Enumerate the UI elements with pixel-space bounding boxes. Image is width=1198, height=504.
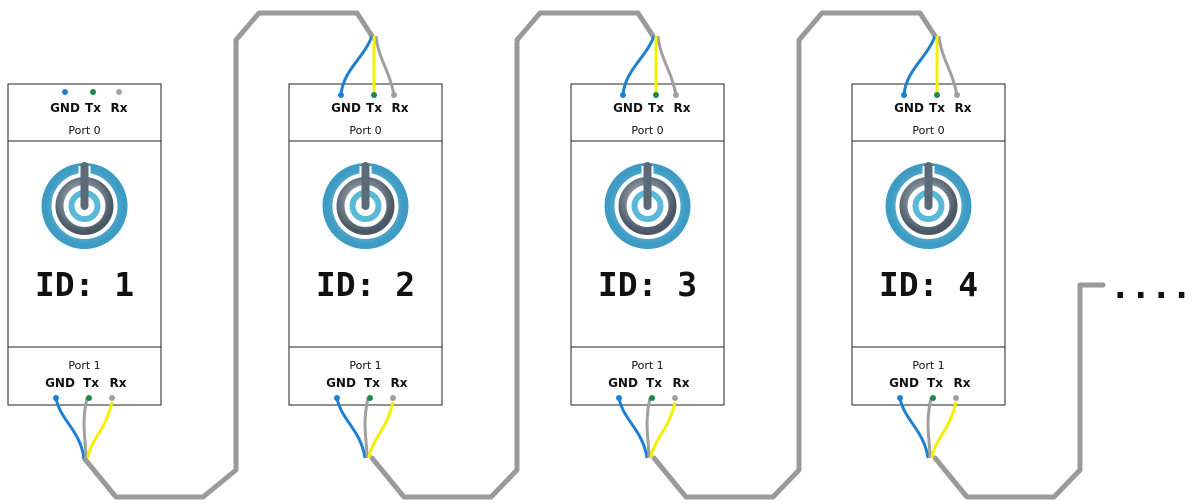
port-0-rx-pin bbox=[673, 92, 679, 98]
module-housing bbox=[7, 83, 162, 406]
port-0-rx-label: Rx bbox=[111, 101, 128, 115]
port-0-rx-label: Rx bbox=[674, 101, 691, 115]
port-1-rx-label: Rx bbox=[673, 376, 690, 390]
module-id-label: ID: 3 bbox=[598, 265, 697, 304]
port-0-rx-label: Rx bbox=[392, 101, 409, 115]
port-1-gnd-pin bbox=[616, 395, 622, 401]
power-icon bbox=[41, 162, 128, 249]
port-1-rx-label: Rx bbox=[110, 376, 127, 390]
port-0-gnd-wire bbox=[621, 35, 656, 96]
port-1-rx-pin bbox=[109, 395, 115, 401]
module-id-label: ID: 2 bbox=[316, 265, 415, 304]
port-0-tx-label: Tx bbox=[366, 101, 382, 115]
port-1-rx-wire bbox=[645, 397, 652, 459]
port-1-gnd-label: GND bbox=[326, 376, 356, 390]
port-0-gnd-label: GND bbox=[613, 101, 643, 115]
port-0-gnd-pin bbox=[620, 92, 626, 98]
bus-cable bbox=[81, 10, 1106, 500]
port-1-tx-pin bbox=[367, 395, 373, 401]
power-icon bbox=[885, 162, 972, 249]
port-1-rx-pin bbox=[953, 395, 959, 401]
port-1-tx-label: Tx bbox=[364, 376, 380, 390]
port-0-rx-label: Rx bbox=[955, 101, 972, 115]
port-1-tx-wire bbox=[930, 401, 958, 459]
port-0-tx-pin bbox=[653, 92, 659, 98]
port-0-tx-label: Tx bbox=[929, 101, 945, 115]
port-0-gnd-pin bbox=[901, 92, 907, 98]
port-1-gnd-wire bbox=[898, 397, 930, 459]
port-1-tx-label: Tx bbox=[646, 376, 662, 390]
port-0-tx-pin bbox=[371, 92, 377, 98]
port-1-tx-wire bbox=[367, 401, 395, 459]
port-1-gnd-label: GND bbox=[45, 376, 75, 390]
port-1-gnd-wire bbox=[335, 397, 367, 459]
port-1-gnd-pin bbox=[334, 395, 340, 401]
port-1-tx-label: Tx bbox=[83, 376, 99, 390]
port-0-label: Port 0 bbox=[68, 124, 100, 137]
port-1-gnd-wire bbox=[617, 397, 649, 459]
port-1-label: Port 1 bbox=[631, 359, 663, 372]
port-1-gnd-wire bbox=[54, 397, 86, 459]
port-1-gnd-label: GND bbox=[608, 376, 638, 390]
port-1-tx-wire bbox=[86, 401, 114, 459]
port-0-tx-pin bbox=[90, 89, 96, 95]
port-1-rx-label: Rx bbox=[391, 376, 408, 390]
port-0-label: Port 0 bbox=[631, 124, 663, 137]
port-1-tx-wire bbox=[649, 401, 677, 459]
port-1-label: Port 1 bbox=[68, 359, 100, 372]
port-1-rx-pin bbox=[672, 395, 678, 401]
module-id-label: ID: 4 bbox=[879, 265, 978, 304]
port-1-rx-pin bbox=[390, 395, 396, 401]
continuation-ellipsis: ..... bbox=[1110, 267, 1198, 307]
power-icon bbox=[322, 162, 409, 249]
port-0-label: Port 0 bbox=[912, 124, 944, 137]
port-0-gnd-label: GND bbox=[894, 101, 924, 115]
power-icon bbox=[604, 162, 691, 249]
port-1-gnd-pin bbox=[897, 395, 903, 401]
port-0-rx-pin bbox=[954, 92, 960, 98]
port-1-tx-pin bbox=[930, 395, 936, 401]
module-id-label: ID: 1 bbox=[35, 265, 134, 304]
port-0-rx-pin bbox=[391, 92, 397, 98]
port-0-label: Port 0 bbox=[349, 124, 381, 137]
port-0-tx-pin bbox=[934, 92, 940, 98]
port-0-gnd-pin bbox=[62, 89, 68, 95]
port-0-rx-wire bbox=[656, 35, 678, 96]
port-0-tx-label: Tx bbox=[648, 101, 664, 115]
port-1-rx-wire bbox=[926, 397, 933, 459]
port-1-tx-pin bbox=[86, 395, 92, 401]
port-1-label: Port 1 bbox=[912, 359, 944, 372]
port-0-rx-wire bbox=[374, 35, 396, 96]
port-1-tx-pin bbox=[649, 395, 655, 401]
port-0-gnd-wire bbox=[339, 35, 374, 96]
port-1-rx-label: Rx bbox=[954, 376, 971, 390]
port-1-gnd-label: GND bbox=[889, 376, 919, 390]
port-0-rx-wire bbox=[937, 35, 959, 96]
port-0-gnd-pin bbox=[338, 92, 344, 98]
port-0-gnd-label: GND bbox=[50, 101, 80, 115]
port-1-rx-wire bbox=[82, 397, 89, 459]
port-0-rx-pin bbox=[116, 89, 122, 95]
port-1-label: Port 1 bbox=[349, 359, 381, 372]
port-0-tx-label: Tx bbox=[85, 101, 101, 115]
port-1-rx-wire bbox=[363, 397, 370, 459]
port-1-gnd-pin bbox=[53, 395, 59, 401]
bus-cable-path bbox=[81, 10, 1106, 500]
port-1-tx-label: Tx bbox=[927, 376, 943, 390]
port-0-gnd-label: GND bbox=[331, 101, 361, 115]
port-0-gnd-wire bbox=[902, 35, 937, 96]
